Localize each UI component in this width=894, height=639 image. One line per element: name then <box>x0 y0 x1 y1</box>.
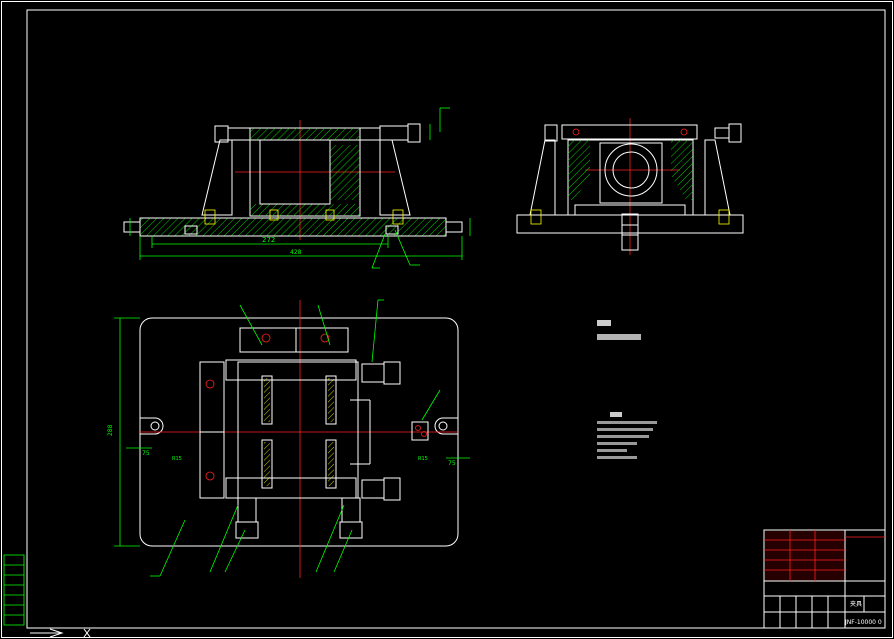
dim-428: 428 <box>290 249 302 256</box>
drawing-number: JNF-10000 0 <box>844 619 882 626</box>
title-block-red-rows <box>764 530 885 581</box>
top-view <box>114 299 470 578</box>
title-name: 夹具 <box>850 600 862 608</box>
top-dimension-labels: 288 75 75 R15 R15 <box>107 424 456 467</box>
side-view <box>516 118 744 255</box>
dim-left: 75 <box>142 450 150 457</box>
dim-288: 288 <box>107 424 114 436</box>
dim-272: 272 <box>262 236 275 244</box>
dim-right: 75 <box>448 460 456 467</box>
front-dimension-labels: 272 428 <box>262 236 302 256</box>
dim-r-right: R15 <box>418 456 428 462</box>
notes-block <box>597 320 657 459</box>
front-view <box>123 107 471 269</box>
left-side-table <box>3 554 25 626</box>
dim-r-left: R15 <box>172 456 182 462</box>
bottom-arrow-symbol <box>30 628 91 638</box>
title-block: 夹具 JNF-10000 0 <box>763 529 886 629</box>
